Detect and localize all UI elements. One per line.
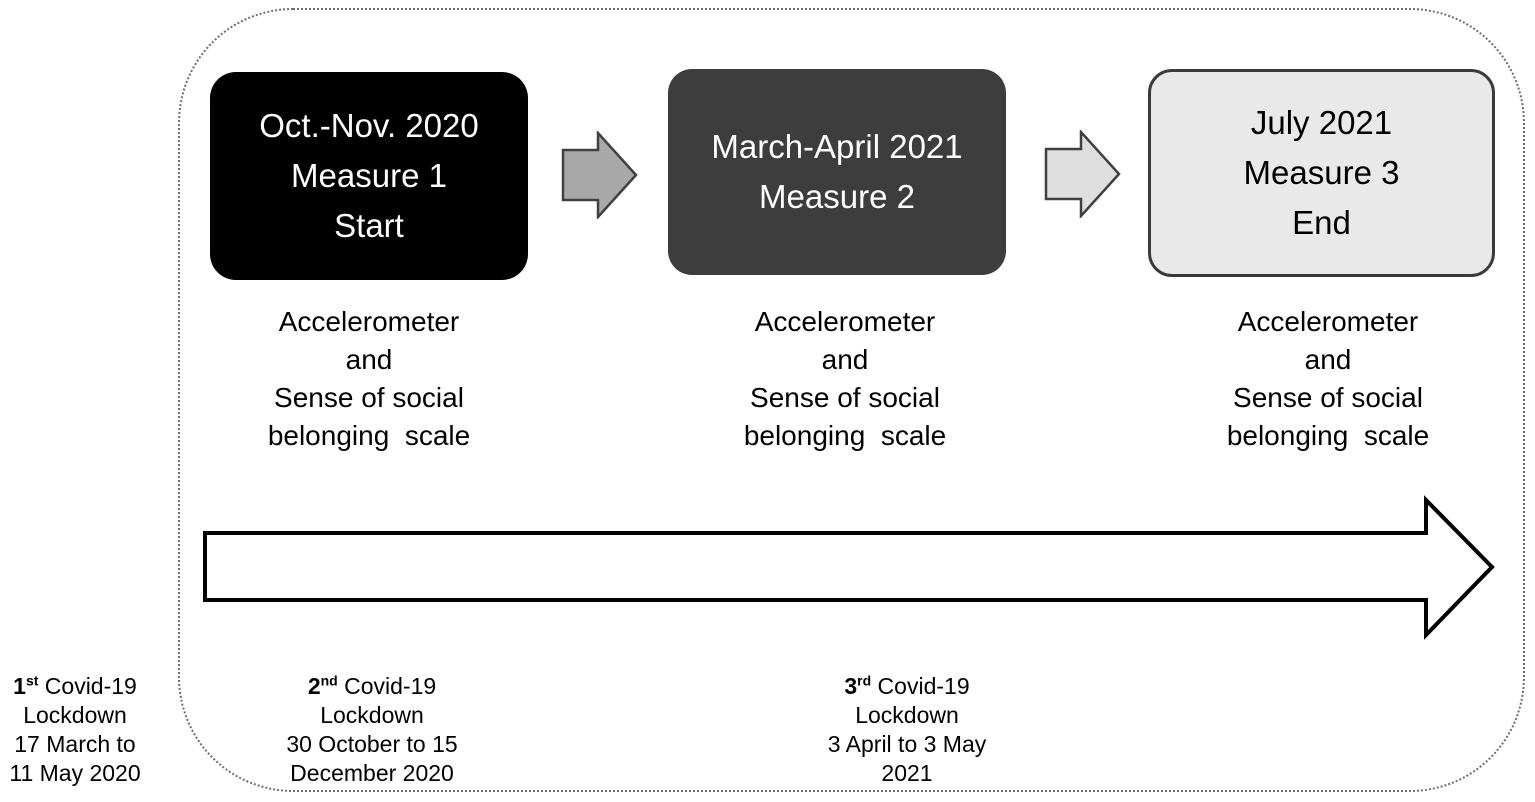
lockdown-1-ordinal-line: 1st Covid-19 xyxy=(0,672,170,701)
measure-1-title: Measure 1 xyxy=(291,157,447,194)
measure-2-instruments: Accelerometer and Sense of social belong… xyxy=(675,303,1015,455)
measure-2-period: March-April 2021 xyxy=(711,128,963,165)
instrument-line: and xyxy=(821,344,869,375)
lockdown-ordinal: 2 xyxy=(307,673,321,699)
lockdown-text-line: 30 October to 15 xyxy=(286,731,458,757)
lockdown-name: Covid-19 xyxy=(38,673,137,699)
instrument-line: belonging scale xyxy=(743,420,947,451)
lockdown-2-label: 2nd Covid-19 Lockdown 30 October to 15 D… xyxy=(272,672,472,788)
right-arrow-icon xyxy=(1044,130,1121,218)
instrument-line: belonging scale xyxy=(1226,420,1430,451)
measure-3-box: July 2021 Measure 3 End xyxy=(1148,69,1495,277)
measure-2-box: March-April 2021 Measure 2 xyxy=(668,69,1006,275)
lockdown-2-ordinal-line: 2nd Covid-19 xyxy=(272,672,472,701)
lockdown-text-line: 17 March to xyxy=(14,731,136,757)
instrument-line: Accelerometer xyxy=(754,306,936,337)
instrument-line: and xyxy=(1304,344,1352,375)
lockdown-name: Covid-19 xyxy=(871,673,970,699)
right-arrow-icon xyxy=(561,131,638,219)
lockdown-text-line: 2021 xyxy=(881,760,933,786)
instrument-line: and xyxy=(345,344,393,375)
lockdown-text-line: Lockdown xyxy=(320,702,424,728)
measure-2-title: Measure 2 xyxy=(759,178,915,215)
lockdown-ordinal-suffix: st xyxy=(25,672,39,689)
lockdown-1-label: 1st Covid-19 Lockdown 17 March to 11 May… xyxy=(0,672,170,788)
lockdown-text-line: 3 April to 3 May xyxy=(827,731,987,757)
measure-1-phase: Start xyxy=(334,207,404,244)
instrument-line: Sense of social xyxy=(1233,382,1423,413)
measure-1-instruments: Accelerometer and Sense of social belong… xyxy=(199,303,539,455)
lockdown-3-ordinal-line: 3rd Covid-19 xyxy=(807,672,1007,701)
instrument-line: Sense of social xyxy=(750,382,940,413)
lockdown-ordinal: 1 xyxy=(13,673,26,699)
lockdown-text-line: 11 May 2020 xyxy=(9,760,141,786)
lockdown-ordinal-suffix: rd xyxy=(857,672,872,689)
lockdown-text-line: Lockdown xyxy=(855,702,959,728)
instrument-line: belonging scale xyxy=(267,420,471,451)
lockdown-ordinal-suffix: nd xyxy=(320,672,338,689)
instrument-line: Sense of social xyxy=(274,382,464,413)
measure-3-title: Measure 3 xyxy=(1243,154,1400,191)
lockdown-3-label: 3rd Covid-19 Lockdown 3 April to 3 May 2… xyxy=(807,672,1007,788)
lockdown-ordinal: 3 xyxy=(844,673,858,699)
measure-3-phase: End xyxy=(1292,204,1351,241)
lockdown-name: Covid-19 xyxy=(337,673,437,699)
measure-1-box: Oct.-Nov. 2020 Measure 1 Start xyxy=(210,72,528,280)
lockdown-text-line: December 2020 xyxy=(290,760,454,786)
measure-1-period: Oct.-Nov. 2020 xyxy=(259,107,479,144)
instrument-line: Accelerometer xyxy=(1237,306,1419,337)
timeline-arrow-icon xyxy=(203,495,1495,640)
measure-3-period: July 2021 xyxy=(1250,104,1393,141)
figure-border xyxy=(178,8,1525,792)
instrument-line: Accelerometer xyxy=(278,306,460,337)
lockdown-text-line: Lockdown xyxy=(23,702,127,728)
measure-3-instruments: Accelerometer and Sense of social belong… xyxy=(1158,303,1498,455)
